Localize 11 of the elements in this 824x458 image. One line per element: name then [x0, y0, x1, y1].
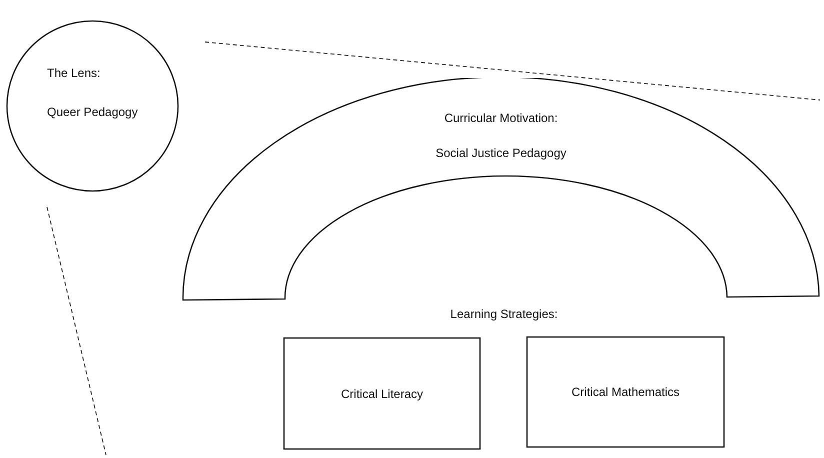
strategy-box	[526, 336, 725, 448]
node-heading: Curricular Motivation:	[443, 111, 559, 125]
section-label: Learning Strategies:	[449, 307, 559, 321]
node-label: Queer Pedagogy	[47, 105, 138, 119]
node-label: Critical Literacy	[340, 386, 424, 400]
node-label: Critical Mathematics	[570, 385, 681, 399]
strategy-box	[283, 337, 481, 450]
node-label: Social Justice Pedagogy	[434, 146, 568, 160]
lens-circle	[6, 20, 179, 192]
node-heading: The Lens:	[47, 66, 100, 80]
arch-shape	[182, 78, 820, 302]
